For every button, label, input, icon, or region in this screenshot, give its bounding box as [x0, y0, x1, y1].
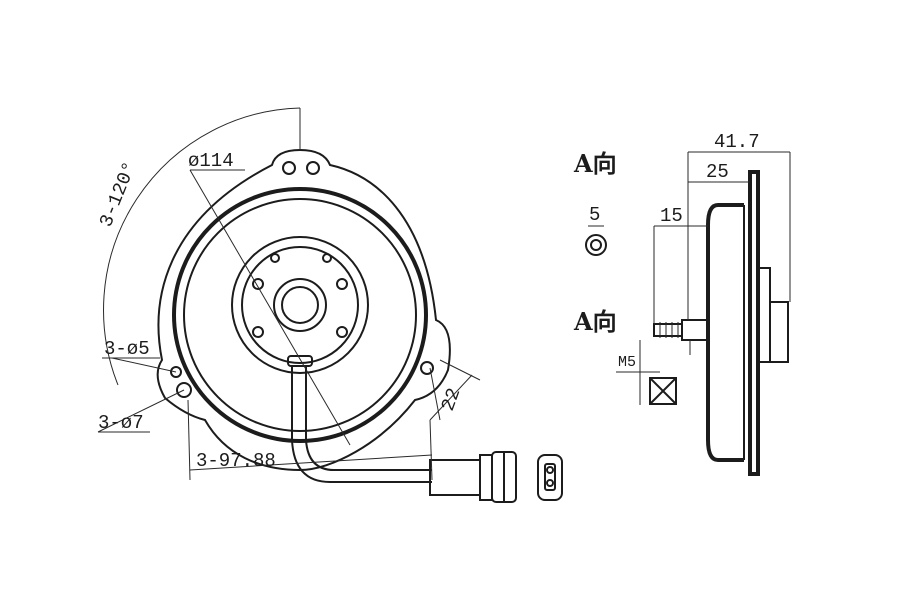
hub-hole-1	[252, 278, 264, 290]
label-view-a-top: A向	[573, 149, 617, 178]
lug-hole-left-large	[176, 382, 192, 398]
view-a-hole-outer	[585, 234, 607, 256]
motor-boss	[770, 301, 789, 363]
d7-leader	[97, 389, 185, 433]
hub-hole-2	[336, 278, 348, 290]
wire-grommet	[287, 355, 313, 367]
motor-hub-cap	[758, 267, 771, 363]
wire-cable	[291, 366, 432, 483]
shaft	[653, 323, 683, 337]
front-view: ø114 3-120° 3-ø5 3-ø7 3-97.88 22	[95, 107, 563, 503]
label-dim-25: 25	[706, 161, 729, 183]
pcd-leader-v	[187, 399, 191, 481]
lug-hole-top-left	[282, 161, 296, 175]
dim22-ext1	[429, 367, 441, 421]
hub-inner	[241, 246, 359, 364]
hub-hole-5	[270, 253, 280, 263]
motor-flange	[748, 170, 760, 476]
side-view: A向 5 A向 41.7 25 15 M5	[573, 131, 791, 476]
label-dim-22: 22	[437, 385, 465, 414]
hub-hole-4	[336, 326, 348, 338]
hub-bore	[281, 286, 319, 324]
diameter-leader	[189, 169, 351, 446]
outer-ring	[172, 187, 428, 443]
flat-symbol-box	[649, 377, 677, 405]
flange-outline	[156, 148, 451, 472]
view-a-hole-inner	[590, 239, 602, 251]
label-holes-3-d5: 3-ø5	[104, 338, 150, 360]
label-dim-41-7: 41.7	[714, 131, 760, 153]
angle-arc	[103, 107, 301, 386]
label-dim-5: 5	[589, 204, 600, 226]
pcd-leader	[189, 454, 433, 471]
connector-end-view	[537, 454, 563, 501]
hub-hole-3	[252, 326, 264, 338]
label-thread-m5: M5	[618, 354, 636, 371]
dim22-ext2	[439, 359, 481, 381]
label-diameter-114: ø114	[188, 150, 234, 172]
dim22-line	[429, 374, 473, 421]
lug-hole-top-right	[306, 161, 320, 175]
motor-housing	[706, 203, 744, 462]
connector-body	[429, 459, 481, 496]
label-holes-3-d7: 3-ø7	[98, 412, 144, 434]
hub-hole-6	[322, 253, 332, 263]
d5-leader	[111, 357, 177, 373]
label-dim-15: 15	[660, 205, 683, 227]
shaft-collar	[681, 319, 709, 341]
label-pcd-3-97-88: 3-97.88	[196, 450, 276, 472]
label-view-a-mid: A向	[573, 307, 617, 336]
lug-hole-left-small	[170, 366, 182, 378]
wire-cable-inner	[305, 366, 432, 471]
connector-ring	[479, 454, 493, 501]
outer-ring-inner-edge	[183, 198, 417, 432]
hub-boss	[273, 278, 327, 332]
lug-hole-right	[420, 361, 434, 375]
label-angle-3-120: 3-120°	[95, 159, 141, 231]
hub-outer	[231, 236, 369, 374]
